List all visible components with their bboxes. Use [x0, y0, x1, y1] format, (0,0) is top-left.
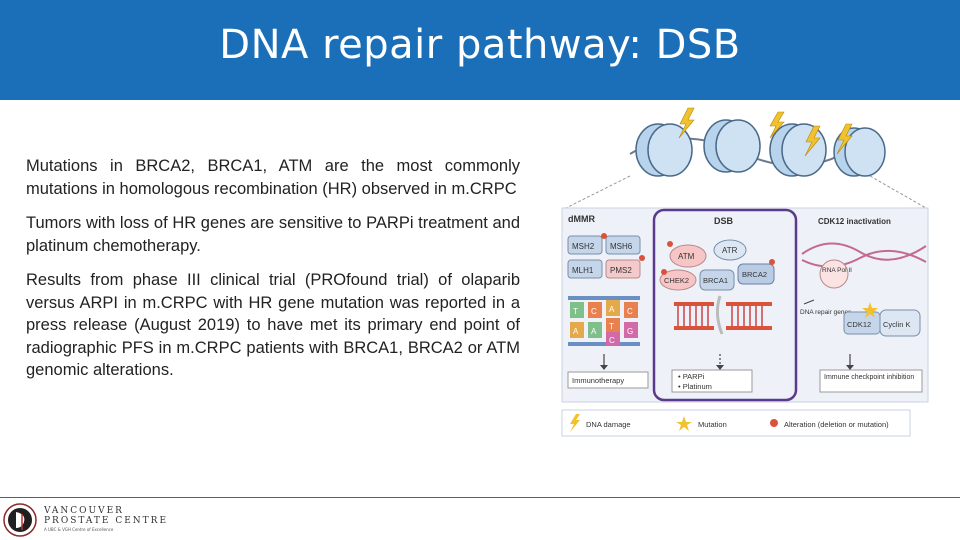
pms2-label: PMS2 — [610, 266, 632, 275]
nucleosome-row — [629, 107, 886, 177]
cdk12-label: CDK12 — [847, 320, 871, 329]
immunotherapy-box — [567, 371, 649, 389]
dmmr-title: dMMR — [568, 214, 595, 224]
base-label: G — [627, 327, 633, 336]
base-label: A — [573, 327, 579, 336]
mutation-star-icon — [676, 416, 692, 431]
dna-damage-icon — [570, 414, 580, 432]
msh6-protein — [605, 235, 641, 255]
cyclin-k-complex — [879, 309, 921, 337]
paragraph-3: Results from phase III clinical trial (P… — [26, 271, 520, 379]
alteration-icon — [770, 419, 778, 427]
base-label: A — [609, 305, 615, 314]
brca2-protein — [737, 263, 775, 285]
atr-label: ATR — [722, 246, 738, 255]
slide-title: DNA repair pathway: DSB — [219, 22, 741, 68]
parpi-label: • PARPi — [678, 372, 705, 381]
mlh1-protein — [567, 259, 603, 279]
paragraph-1: Mutations in BRCA2, BRCA1, ATM are the m… — [26, 157, 520, 198]
legend-alteration: Alteration (deletion or mutation) — [784, 420, 889, 429]
logo-text-line3: A UBC & VGH Centre of Excellence — [44, 527, 114, 532]
base-label: T — [573, 307, 578, 316]
base-label: A — [591, 327, 597, 336]
title-bar: DNA repair pathway: DSB — [0, 0, 960, 100]
pms2-protein — [605, 259, 641, 279]
dsb-panel: DSB ATM ATR CHEK2 BRCA1 BRCA2 • PARPi — [652, 208, 798, 402]
nucleosome — [703, 119, 761, 173]
dsb-highlight-box — [652, 208, 798, 402]
dna-repair-figure: dMMR MSH2 MSH6 MLH1 PMS2 T A C A C A T C… — [561, 107, 929, 437]
brca1-protein — [699, 269, 735, 291]
brca1-label: BRCA1 — [703, 276, 728, 285]
alteration-icon — [639, 255, 645, 261]
mlh1-label: MLH1 — [572, 266, 594, 275]
logo-text-line2: PROSTATE CENTRE — [44, 516, 169, 526]
figure-legend: DNA damage Mutation Alteration (deletion… — [561, 409, 911, 437]
alteration-icon — [661, 269, 667, 275]
lightning-icon — [836, 123, 853, 155]
footer-divider — [0, 497, 960, 498]
cdk12-title: CDK12 inactivation — [818, 217, 891, 226]
legend-dna-damage: DNA damage — [586, 420, 631, 429]
msh6-label: MSH6 — [610, 242, 633, 251]
base-label: C — [627, 307, 633, 316]
immune-checkpoint-label: Immune checkpoint inhibition — [824, 374, 914, 381]
logo-text-line1: VANCOUVER — [44, 506, 124, 516]
star-icon — [862, 302, 878, 318]
base-label: C — [591, 307, 597, 316]
brca2-label: BRCA2 — [742, 270, 767, 279]
nucleosome — [635, 123, 693, 177]
msh2-protein — [567, 235, 603, 255]
atm-label: ATM — [678, 252, 695, 261]
atr-protein — [713, 239, 747, 261]
cyclin-k-label: Cyclin K — [883, 320, 911, 329]
base-label: T — [609, 322, 614, 331]
immunotherapy-label: Immunotherapy — [572, 376, 624, 385]
lightning-icon — [804, 125, 821, 157]
lightning-icon — [769, 111, 785, 139]
cdk12-panel: CDK12 inactivation RNA Pol II DNA repair… — [800, 217, 927, 393]
body-text: Mutations in BRCA2, BRCA1, ATM are the m… — [26, 155, 520, 394]
base-label: C — [609, 336, 615, 345]
rna-pol-complex — [819, 259, 849, 289]
platinum-label: • Platinum — [678, 382, 712, 391]
msh2-label: MSH2 — [572, 242, 595, 251]
dsb-title: DSB — [714, 216, 734, 226]
atm-protein — [669, 244, 707, 268]
parpi-box — [671, 369, 753, 393]
nucleosome — [769, 123, 827, 177]
vpc-logo — [3, 503, 37, 537]
alteration-icon — [667, 241, 673, 247]
lightning-icon — [678, 107, 695, 139]
dna-repair-genes-label: DNA repair genes — [800, 309, 852, 316]
paragraph-2: Tumors with loss of HR genes are sensiti… — [26, 214, 520, 255]
alteration-icon — [601, 233, 607, 239]
chek2-label: CHEK2 — [664, 276, 689, 285]
dmmr-panel: dMMR MSH2 MSH6 MLH1 PMS2 T A C A C A T C… — [567, 214, 649, 389]
alteration-icon — [769, 259, 775, 265]
immune-checkpoint-box — [819, 369, 923, 393]
legend-mutation: Mutation — [698, 420, 727, 429]
rna-pol-label: RNA Pol II — [822, 267, 852, 274]
chek2-protein — [659, 269, 697, 291]
